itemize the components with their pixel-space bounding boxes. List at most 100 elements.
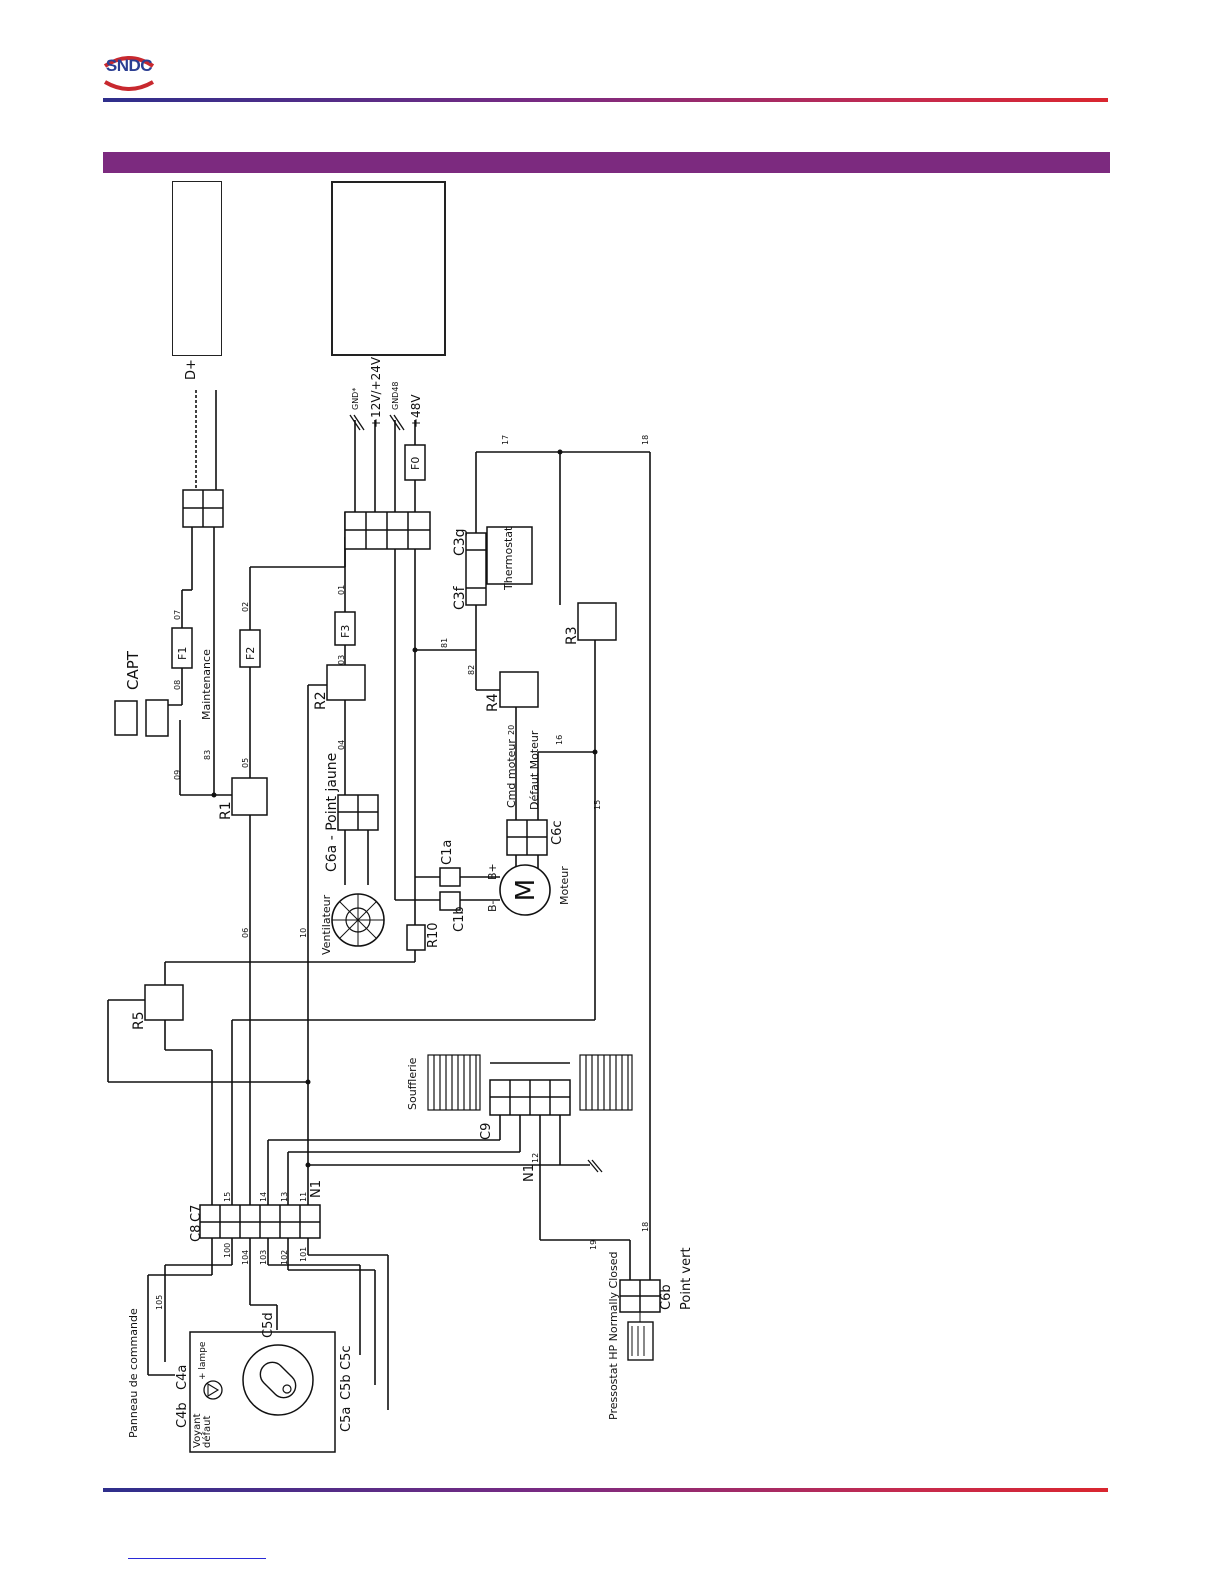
info-box-1	[172, 181, 222, 356]
c1b-label: C1b	[452, 906, 467, 932]
wire-number: 02	[241, 602, 250, 612]
wire-number: 17	[501, 435, 510, 445]
relay-r1-label: R1	[218, 801, 234, 820]
point-vert-label: Point vert	[679, 1247, 694, 1310]
motor-m-label: M	[511, 879, 541, 901]
c6b-label: C6b	[659, 1284, 674, 1310]
c8-label: C8	[189, 1225, 204, 1242]
c3f-label: C3f	[452, 585, 468, 610]
c9-label: C9	[479, 1123, 494, 1140]
capt-label: CAPT	[124, 650, 142, 690]
wire-number-labels: 08 07 09 83 05 02 06 10 01 03 04 81 82 2…	[155, 435, 650, 1310]
section-title-bar	[103, 152, 1110, 173]
panneau-label: Panneau de commande	[127, 1308, 140, 1438]
wire-number: 101	[299, 1247, 308, 1262]
n1-label-2: N1	[309, 1180, 324, 1198]
led-icon	[203, 1380, 223, 1400]
wire-number: 14	[259, 1192, 268, 1202]
ventilateur-label: Ventilateur	[320, 894, 333, 955]
wire-number: 01	[337, 585, 346, 595]
wire-number: 16	[555, 735, 564, 745]
wire-number: 07	[173, 610, 182, 620]
fuse-f3-label: F3	[339, 625, 352, 638]
defaut-moteur-label: Défaut Moteur	[528, 730, 541, 810]
c5b-label: C5b	[339, 1374, 354, 1400]
wire-number: 11	[299, 1192, 308, 1202]
c6c-label: C6c	[550, 821, 565, 846]
relay-r5-label: R5	[131, 1011, 147, 1030]
wire-number: 18	[641, 1222, 650, 1232]
wire-number: 13	[280, 1192, 289, 1202]
connector-blocks	[114, 444, 661, 1453]
relay-r4-label: R4	[485, 693, 501, 712]
thermostat-label: Thermostat	[502, 526, 515, 591]
c3g-label: C3g	[452, 528, 468, 556]
defaut-label: défaut	[201, 1416, 213, 1448]
wire-number: 10	[299, 928, 308, 938]
pressostat-symbol	[627, 1312, 654, 1361]
wire-number: 82	[467, 665, 476, 675]
maintenance-label: Maintenance	[200, 649, 213, 720]
c4b-label: C4b	[175, 1402, 190, 1428]
wire-number: 102	[280, 1250, 289, 1265]
fuse-f0-label: F0	[409, 457, 422, 470]
wire-number: 104	[241, 1250, 250, 1265]
voyant-label: Voyant	[192, 1413, 203, 1448]
c4a-label: C4a	[175, 1365, 190, 1390]
relay-r2-label: R2	[313, 691, 329, 710]
fan-symbol	[331, 893, 385, 947]
wire-number: 19	[589, 1240, 598, 1250]
c7-label: C7	[189, 1205, 204, 1222]
rotary-knob	[242, 1344, 314, 1416]
wire-number: 06	[241, 928, 250, 938]
wire-number: 20	[507, 725, 516, 735]
wire-number: 05	[241, 758, 250, 768]
relay-r3-label: R3	[564, 626, 580, 645]
soufflerie-grilles	[427, 1054, 633, 1111]
wire-number: 03	[337, 655, 346, 665]
v12-24-label: +12V/+24V	[369, 356, 383, 428]
gnd-label-1: GND*	[351, 388, 360, 410]
wire-number: 103	[259, 1250, 268, 1265]
c5c-label: C5c	[339, 1346, 354, 1371]
motor-symbol: M	[499, 864, 551, 916]
d-plus-label: D+	[184, 359, 199, 380]
header-rule	[103, 98, 1108, 102]
sndc-logo	[101, 52, 157, 94]
wire-number: 04	[337, 740, 346, 750]
fuse-f1-label: F1	[176, 647, 189, 660]
b-minus-label: B-	[486, 900, 499, 912]
wire-number: 12	[531, 1153, 540, 1163]
wire-number: 81	[440, 638, 449, 648]
v48-label: +48V	[409, 394, 423, 428]
footer-rule	[103, 1488, 1108, 1492]
pressostat-label: Pressostat HP Normally Closed	[607, 1252, 620, 1421]
ground-symbols	[349, 414, 603, 1173]
wire-number: 15	[223, 1192, 232, 1202]
b-plus-label: B+	[486, 863, 499, 880]
c1a-label: C1a	[440, 840, 455, 865]
c6a-label: C6a - Point jaune	[324, 753, 340, 872]
wire-number: 15	[593, 800, 602, 810]
cmd-moteur-label: Cmd moteur	[505, 739, 518, 808]
fuse-f2-label: F2	[244, 647, 257, 660]
wire-number: 09	[173, 770, 182, 780]
n1-label-1: N1	[522, 1164, 537, 1182]
info-box-2	[331, 181, 446, 356]
junction-dots	[211, 449, 598, 1168]
lampe-label: + lampe	[198, 1341, 208, 1380]
footer-link-underline[interactable]	[128, 1558, 266, 1559]
logo-text: SNDC	[105, 56, 153, 75]
c5a-label: C5a	[339, 1407, 354, 1432]
r10-label: R10	[426, 922, 441, 948]
wire-number: 18	[641, 435, 650, 445]
wire-number: 83	[203, 750, 212, 760]
wire-number: 08	[173, 680, 182, 690]
soufflerie-label: Soufflerie	[406, 1057, 419, 1110]
wire-number: 100	[223, 1243, 232, 1258]
moteur-label: Moteur	[558, 866, 571, 905]
c5d-label: C5d	[261, 1312, 276, 1338]
gnd48-label-1: GND48	[391, 381, 400, 410]
